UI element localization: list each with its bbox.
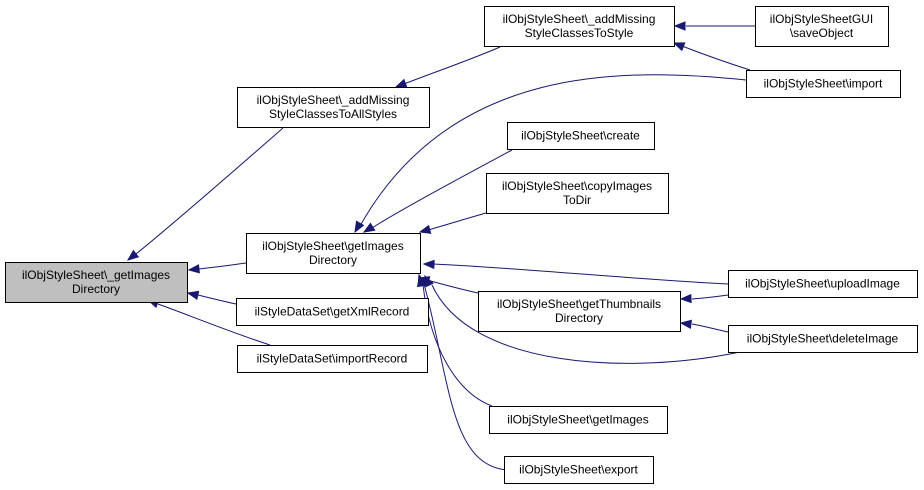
edge-line: [359, 74, 747, 227]
node-create[interactable]: ilObjStyleSheet\create: [507, 122, 655, 150]
nodes-layer: ilObjStyleSheet\_getImagesDirectoryilObj…: [5, 6, 918, 484]
edge-deleteImage-to-getThumbnailsDirectory: [679, 319, 729, 333]
edge-line: [197, 294, 237, 305]
node-saveObject[interactable]: ilObjStyleSheetGUI\saveObject: [755, 6, 889, 47]
arrowhead-icon: [673, 21, 686, 31]
node-box[interactable]: [728, 270, 918, 298]
node-label: ilObjStyleSheet\create: [521, 129, 640, 143]
node-box[interactable]: [486, 173, 669, 214]
node-label: ilObjStyleSheet\export: [519, 463, 638, 477]
edge-line: [691, 323, 729, 333]
node-label: ilObjStyleSheet\_addMissing: [257, 93, 410, 107]
arrowhead-icon: [187, 264, 200, 274]
edge-getImagesDirectory-to-getImagesDirectoryPrivate: [187, 262, 247, 274]
edge-line: [432, 263, 729, 285]
node-box[interactable]: [504, 456, 654, 484]
node-importRecord[interactable]: ilStyleDataSet\importRecord: [237, 345, 428, 373]
arrowhead-icon: [126, 249, 140, 261]
edge-getXmlRecord-to-getImagesDirectoryPrivate: [186, 290, 237, 305]
arrowhead-icon: [424, 274, 434, 288]
arrowhead-icon: [679, 319, 693, 330]
arrowhead-icon: [422, 259, 435, 270]
node-getImages[interactable]: ilObjStyleSheet\getImages: [489, 406, 668, 434]
edge-line: [423, 283, 508, 471]
edge-line: [135, 127, 284, 255]
node-label: Directory: [72, 282, 120, 296]
node-box[interactable]: [5, 262, 188, 303]
node-label: ilStyleDataSet\importRecord: [257, 352, 408, 366]
node-label: ToDir: [563, 193, 591, 207]
node-box[interactable]: [484, 6, 675, 47]
edges-layer: [126, 21, 755, 471]
arrowhead-icon: [394, 78, 408, 88]
arrowhead-icon: [186, 290, 200, 300]
edge-uploadImage-to-getImagesDirectory: [422, 259, 729, 285]
node-label: ilObjStyleSheet\getImages: [507, 413, 648, 427]
node-getXmlRecord[interactable]: ilStyleDataSet\getXmlRecord: [236, 298, 429, 326]
node-export[interactable]: ilObjStyleSheet\export: [504, 456, 654, 484]
edge-import-to-addMissingToStyle: [672, 42, 751, 71]
node-box[interactable]: [507, 122, 655, 150]
edge-line: [431, 284, 741, 364]
node-label: ilObjStyleSheet\import: [764, 77, 883, 91]
edge-addMissingToStyle-to-addMissingToAll: [394, 46, 501, 88]
node-addMissingToAll[interactable]: ilObjStyleSheet\_addMissingStyleClassesT…: [237, 87, 430, 128]
edge-uploadImage-to-getThumbnailsDirectory: [679, 293, 729, 304]
edge-line: [403, 46, 501, 85]
edge-line: [157, 303, 271, 346]
edge-saveObject-to-addMissingToStyle: [673, 21, 755, 31]
edge-export-to-getImagesDirectory: [417, 273, 508, 471]
node-box[interactable]: [237, 345, 428, 373]
edge-import-to-getImagesDirectory: [354, 74, 747, 234]
arrowhead-icon: [354, 220, 365, 234]
edge-line: [691, 294, 729, 300]
edge-create-to-getImagesDirectory: [362, 149, 513, 233]
node-uploadImage[interactable]: ilObjStyleSheet\uploadImage: [728, 270, 918, 298]
node-box[interactable]: [246, 233, 421, 274]
node-label: ilObjStyleSheet\getThumbnails: [497, 297, 661, 311]
node-label: ilObjStyleSheet\_addMissing: [503, 12, 656, 26]
arrowhead-icon: [679, 293, 692, 304]
node-box[interactable]: [489, 406, 668, 434]
arrowhead-icon: [417, 273, 427, 287]
edge-copyImagesToDir-to-getImagesDirectory: [418, 212, 487, 234]
node-label: ilObjStyleSheet\_getImages: [22, 268, 170, 282]
edge-line: [198, 262, 247, 270]
node-box[interactable]: [237, 87, 430, 128]
node-label: StyleClassesToStyle: [525, 26, 634, 40]
edge-deleteImage-to-getImagesDirectory: [424, 274, 741, 364]
node-label: \saveObject: [790, 26, 854, 40]
node-addMissingToStyle[interactable]: ilObjStyleSheet\_addMissingStyleClassesT…: [484, 6, 675, 47]
node-box[interactable]: [236, 298, 429, 326]
node-label: ilObjStyleSheet\uploadImage: [745, 277, 900, 291]
edge-addMissingToAll-to-getImagesDirectoryPrivate: [126, 127, 284, 261]
node-label: ilObjStyleSheetGUI: [770, 12, 873, 26]
arrowhead-icon: [362, 222, 376, 233]
node-label: ilObjStyleSheet\getImages: [262, 239, 403, 253]
arrowhead-icon: [418, 224, 432, 234]
arrowhead-icon: [672, 42, 686, 52]
node-box[interactable]: [746, 70, 901, 98]
edge-line: [427, 212, 487, 231]
node-deleteImage[interactable]: ilObjStyleSheet\deleteImage: [728, 325, 918, 353]
node-box[interactable]: [755, 6, 889, 47]
node-label: Directory: [555, 311, 603, 325]
node-label: ilStyleDataSet\getXmlRecord: [255, 305, 410, 319]
node-label: Directory: [309, 253, 357, 267]
node-box[interactable]: [478, 291, 681, 332]
node-label: StyleClassesToAllStyles: [269, 107, 397, 121]
node-import[interactable]: ilObjStyleSheet\import: [746, 70, 901, 98]
node-label: ilObjStyleSheet\copyImages: [502, 179, 652, 193]
node-label: ilObjStyleSheet\deleteImage: [747, 332, 899, 346]
node-box[interactable]: [728, 325, 918, 353]
edge-line: [681, 45, 751, 71]
edge-line: [371, 149, 513, 229]
